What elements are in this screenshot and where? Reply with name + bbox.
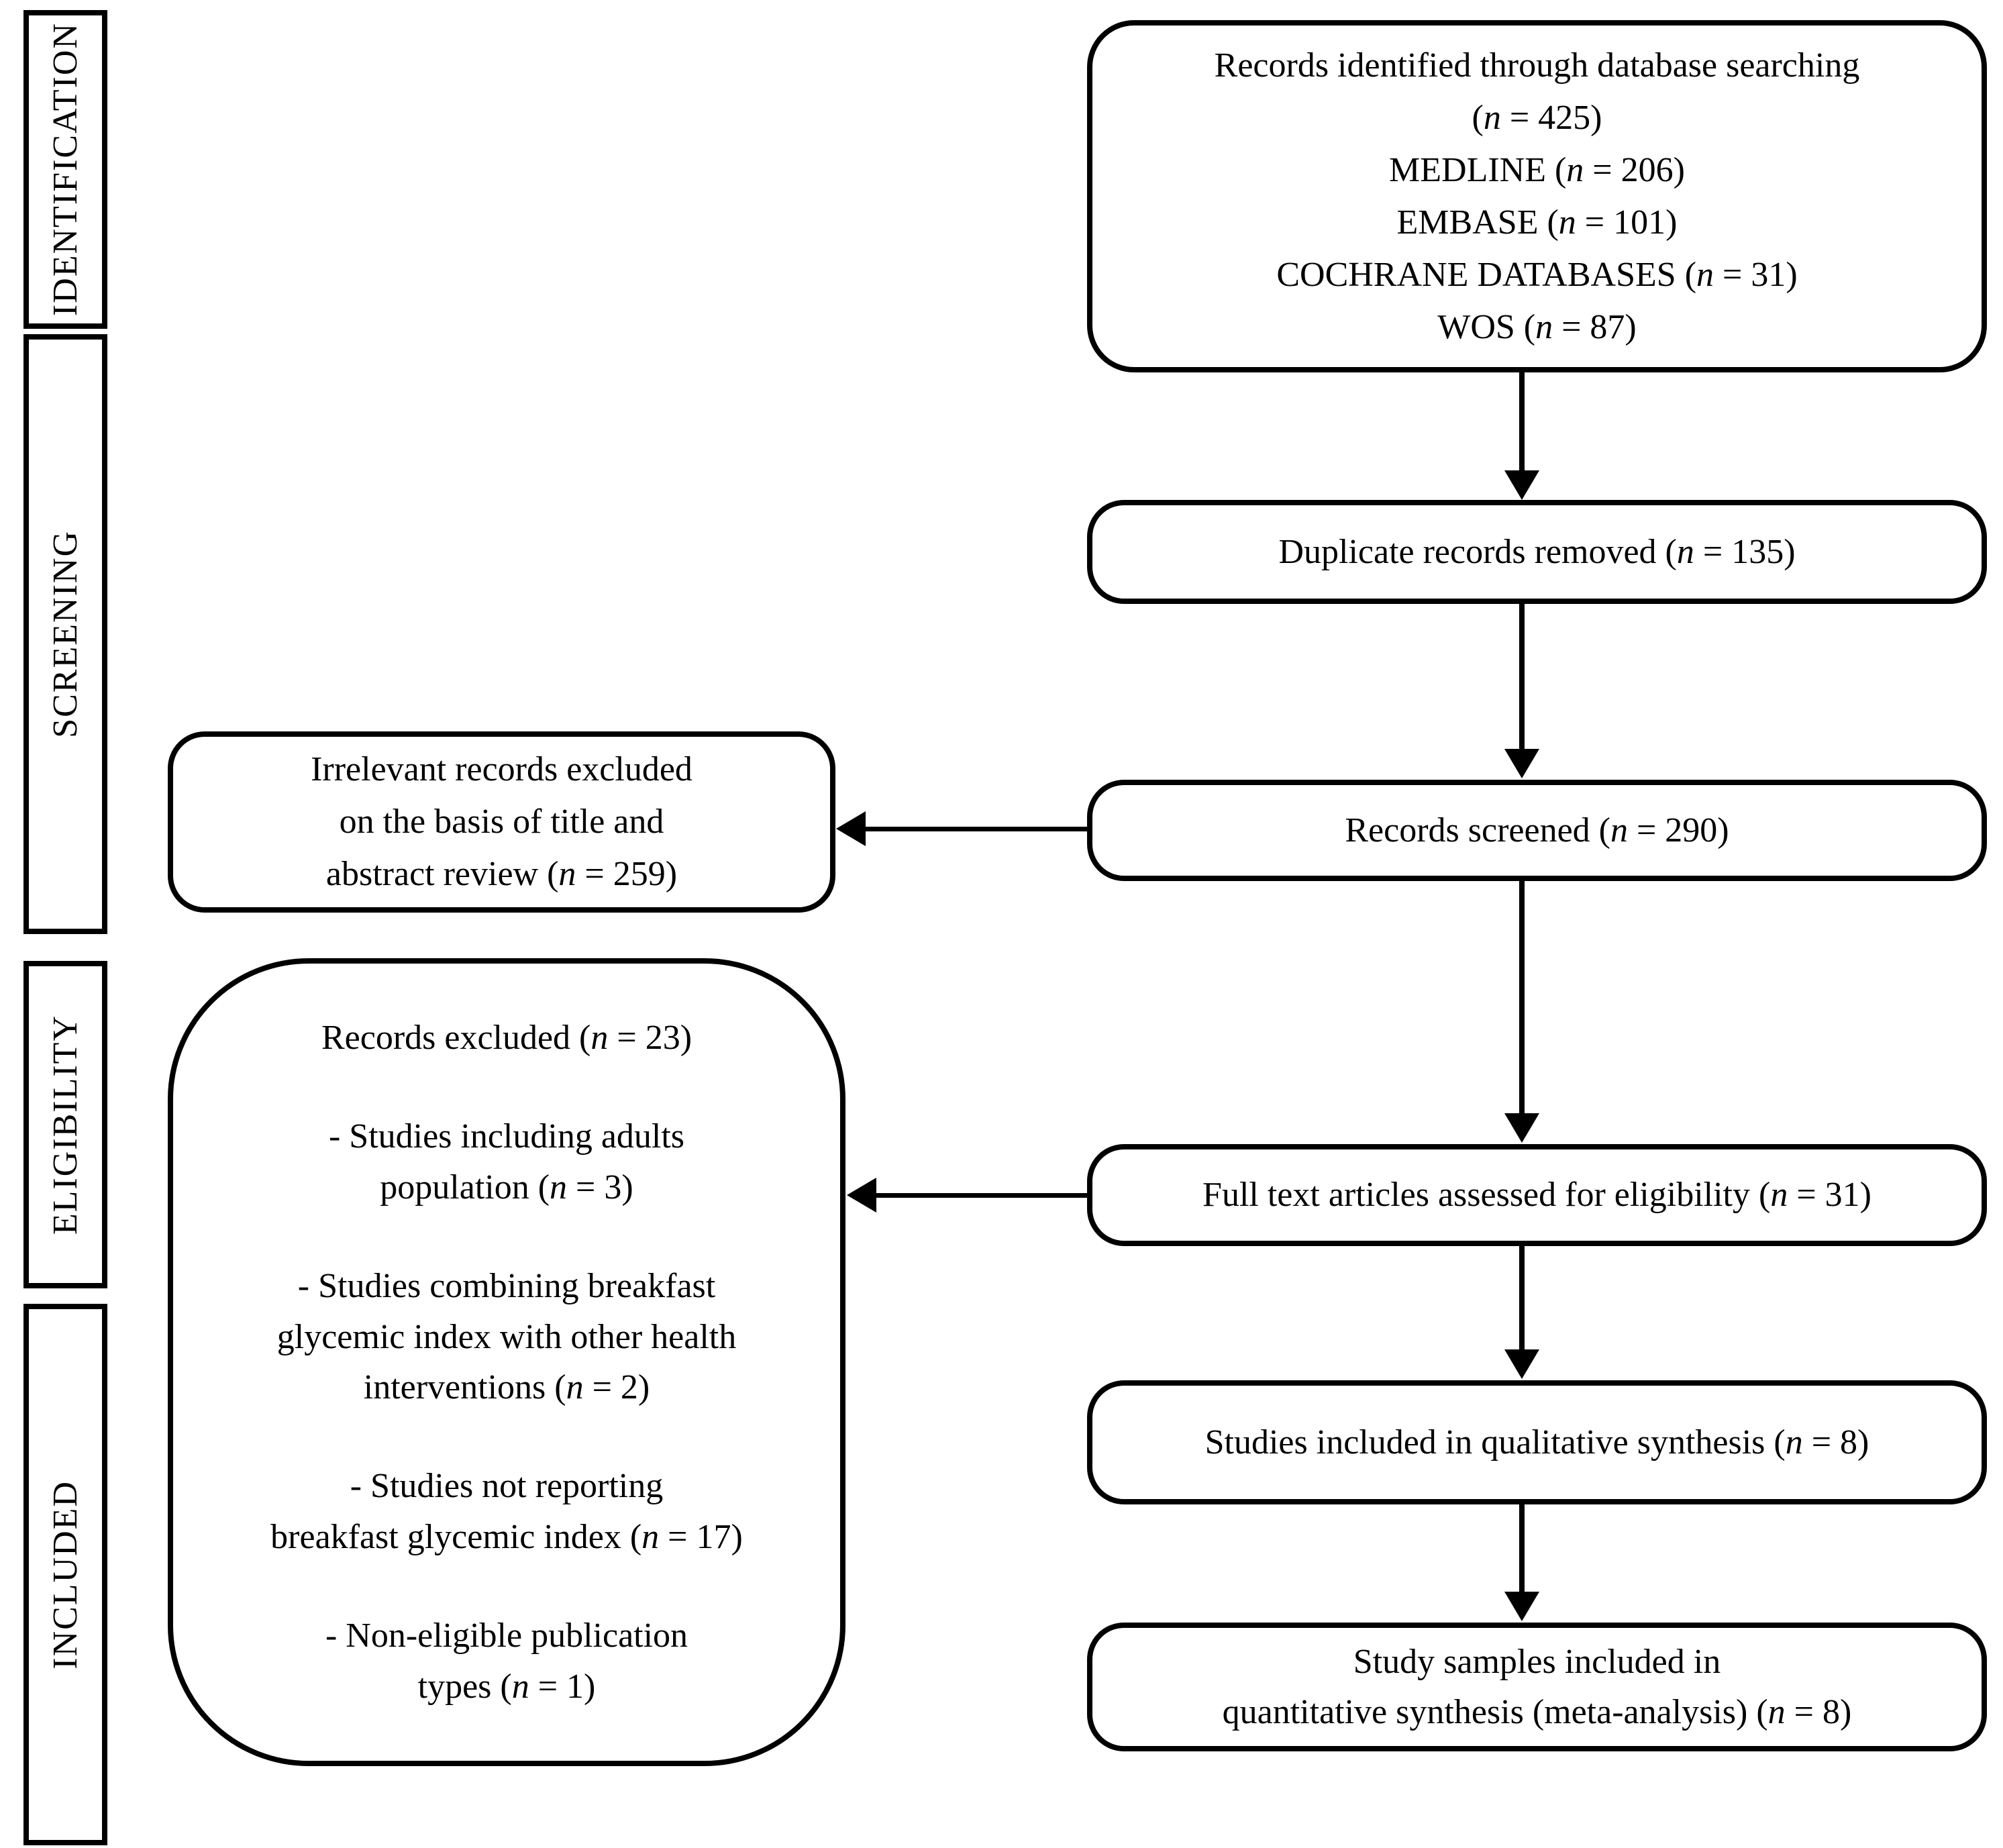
text-line: Studies included in qualitative synthesi…	[1204, 1423, 1869, 1461]
text-line: Full text articles assessed for eligibil…	[1202, 1176, 1871, 1215]
down-arrowhead-icon	[1504, 1592, 1539, 1621]
text-line: Duplicate records removed (n = 135)	[1278, 532, 1796, 571]
text-line: Records identified through database sear…	[1214, 46, 1860, 85]
exclusion-reason: - Studies including adults population (n…	[329, 1111, 684, 1213]
box-fulltext-assessed: Full text articles assessed for eligibil…	[1087, 1144, 1987, 1246]
text-line: WOS (n = 87)	[1437, 307, 1637, 346]
text-line: interventions (n = 2)	[363, 1368, 650, 1406]
left-arrowhead-icon	[836, 811, 866, 846]
text-line: on the basis of title and	[339, 803, 664, 841]
exclusion-reason: - Studies not reporting breakfast glycem…	[270, 1461, 743, 1562]
exclusion-reason: - Non-eligible publication types (n = 1)	[325, 1610, 688, 1712]
text-line: Irrelevant records excluded	[311, 750, 692, 788]
arrow-line-identified-to-duplicates	[1519, 372, 1525, 472]
stage-label-identification: IDENTIFICATION	[46, 22, 85, 317]
text-line: population (n = 3)	[380, 1168, 633, 1207]
text-line: Records screened (n = 290)	[1345, 811, 1729, 850]
excluded-title: Records excluded (n = 23)	[321, 1019, 692, 1058]
text-line: MEDLINE (n = 206)	[1389, 150, 1685, 189]
arrow-line-fulltext-to-excluded	[876, 1193, 1087, 1198]
arrow-line-screened-to-excluded	[866, 827, 1087, 831]
arrow-line-screened-to-fulltext	[1519, 881, 1525, 1115]
stage-label-screening: SCREENING	[46, 530, 85, 738]
text-line: breakfast glycemic index (n = 17)	[270, 1517, 743, 1556]
text-line: - Studies combining breakfast	[297, 1267, 716, 1306]
box-quantitative-synthesis: Study samples included in quantitative s…	[1087, 1623, 1987, 1751]
text-line: Study samples included in	[1353, 1642, 1721, 1681]
text-line: EMBASE (n = 101)	[1396, 203, 1678, 242]
box-records-excluded-reasons: Records excluded (n = 23) - Studies incl…	[168, 958, 845, 1766]
stage-label-included: INCLUDED	[46, 1480, 85, 1670]
stage-box-included: INCLUDED	[23, 1304, 107, 1845]
text-line: - Studies not reporting	[350, 1467, 664, 1506]
text-line: glycemic index with other health	[276, 1317, 737, 1356]
arrow-line-fulltext-to-qualitative	[1519, 1246, 1525, 1351]
box-records-identified: Records identified through database sear…	[1087, 20, 1987, 372]
arrow-line-duplicates-to-screened	[1519, 604, 1525, 750]
stage-box-identification: IDENTIFICATION	[23, 10, 107, 329]
down-arrowhead-icon	[1504, 749, 1539, 778]
text-line: - Studies including adults	[328, 1117, 685, 1156]
down-arrowhead-icon	[1504, 1113, 1539, 1143]
box-irrelevant-records-excluded: Irrelevant records excluded on the basis…	[168, 731, 835, 913]
stage-box-eligibility: ELIGIBILITY	[23, 961, 107, 1288]
text-line: types (n = 1)	[417, 1667, 596, 1706]
box-duplicates-removed: Duplicate records removed (n = 135)	[1087, 500, 1987, 604]
text-line: - Non-eligible publication	[325, 1616, 688, 1655]
text-line: abstract review (n = 259)	[325, 855, 678, 893]
down-arrowhead-icon	[1504, 470, 1539, 500]
exclusion-reason: - Studies combining breakfast glycemic i…	[277, 1261, 736, 1413]
box-records-screened: Records screened (n = 290)	[1087, 780, 1987, 881]
left-arrowhead-icon	[847, 1178, 876, 1213]
stage-label-eligibility: ELIGIBILITY	[46, 1014, 85, 1235]
text-line: quantitative synthesis (meta-analysis) (…	[1222, 1693, 1852, 1731]
text-line: (n = 425)	[1472, 98, 1602, 137]
down-arrowhead-icon	[1504, 1349, 1539, 1379]
text-line: COCHRANE DATABASES (n = 31)	[1276, 255, 1798, 294]
stage-box-screening: SCREENING	[23, 334, 107, 934]
arrow-line-qualitative-to-quantitative	[1519, 1504, 1525, 1593]
box-qualitative-synthesis: Studies included in qualitative synthesi…	[1087, 1380, 1987, 1504]
